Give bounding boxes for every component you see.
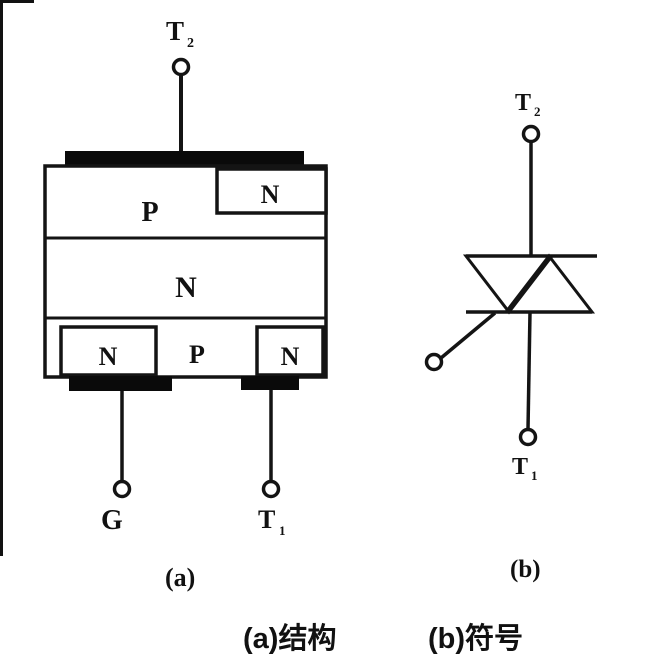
symbol-gate-terminal-circle [424,352,444,372]
symbol-t1-lead-line [526,311,532,430]
symbol-t2-subscript: 2 [534,104,541,119]
structure-n-box-bottomright [255,325,325,377]
symbol-gate-lead-line [439,311,497,360]
symbol-triangle-up [502,253,596,314]
figure-caption: (a)结构 (b)符号 [243,622,523,655]
structure-t1-subscript: 1 [279,523,286,538]
structure-t2-terminal-circle [171,57,191,77]
structure-n-box-topright [215,167,328,215]
structure-t2-label: T [166,16,184,46]
symbol-t1-terminal-circle [518,427,538,447]
structure-t1-electrode [241,376,299,390]
structure-n-topright-label: N [261,180,280,209]
structure-n-box-bottomleft [59,325,158,377]
structure-t2-subscript: 2 [187,36,194,51]
structure-p-top-label: P [141,197,158,228]
structure-t1-label: T [258,505,275,534]
symbol-triangle-down [462,254,556,315]
structure-sublabel: (a) [165,563,195,592]
structure-body-outline [43,164,328,379]
structure-n-bottomleft-label: N [99,342,118,371]
structure-top-electrode [65,151,304,166]
scan-edge-top-corner [0,0,34,3]
caption-symbol: (b)符号 [428,622,523,655]
symbol-sublabel: (b) [510,556,541,583]
symbol-diagram: T 2 T 1 (b) [424,90,597,583]
symbol-t2-terminal-circle [521,124,541,144]
symbol-t1-subscript: 1 [531,468,538,483]
scan-edge-left [0,0,3,556]
structure-p-bottom-label: P [189,340,205,369]
symbol-t1-label: T [512,454,528,480]
structure-n-bottomright-label: N [281,342,300,371]
structure-gate-terminal-circle [112,479,132,499]
structure-gate-electrode [69,376,172,391]
structure-t1-terminal-circle [261,479,281,499]
structure-gate-label: G [101,505,123,536]
caption-structure: (a)结构 [243,622,336,655]
symbol-t2-label: T [515,90,531,116]
structure-diagram: T 2 N P N N P N [43,16,328,592]
structure-n-middle-label: N [175,271,197,304]
